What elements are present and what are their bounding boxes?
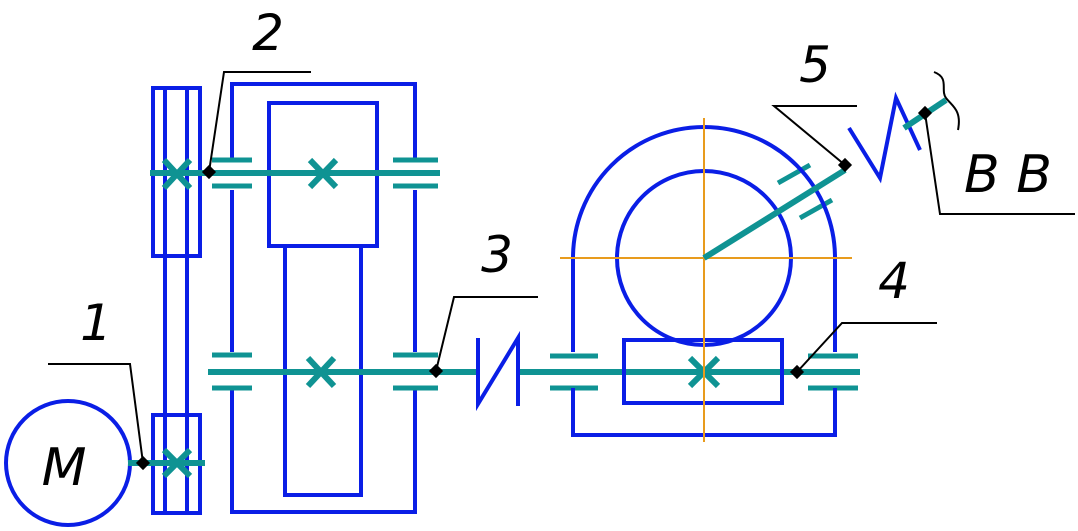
leader-3 [435, 296, 538, 372]
coupling-5 [847, 91, 922, 184]
motor: M [4, 399, 132, 527]
couplings [476, 91, 922, 412]
label-2: 2 [252, 4, 284, 62]
bearing-3-right [393, 352, 438, 391]
dot-output [917, 105, 933, 121]
leader-2 [208, 71, 311, 173]
leader-1 [48, 363, 144, 464]
shafts [128, 170, 860, 466]
dot-1 [135, 455, 151, 471]
bearing-2-left [212, 157, 252, 189]
coupling-3 [476, 330, 520, 412]
break-line [933, 71, 960, 131]
dot-2 [201, 164, 217, 180]
gearbox-housing-bottom [230, 388, 417, 514]
leaders [48, 71, 1075, 464]
label-1: 1 [80, 294, 112, 352]
part-labels: 1 2 3 4 5 B B [80, 4, 1052, 352]
label-5: 5 [799, 36, 831, 94]
belt-drive [151, 86, 202, 515]
label-3: 3 [481, 226, 513, 284]
label-4: 4 [878, 252, 910, 310]
dot-3 [428, 363, 444, 379]
cross-lower-pulley [161, 447, 193, 479]
worm-gearbox [560, 71, 960, 442]
leader-4 [796, 322, 937, 373]
bearing-3-left [212, 352, 252, 391]
dot-4 [789, 364, 805, 380]
leader-output [924, 112, 1075, 215]
cross-pinion [307, 157, 339, 190]
leader-dots [135, 105, 933, 471]
bearing-5-lower [798, 197, 834, 221]
bearings [212, 157, 858, 391]
leader-5 [771, 105, 857, 166]
gearbox-housing-top [230, 82, 417, 158]
bearing-5-upper [776, 162, 812, 186]
dot-5 [837, 157, 853, 173]
cross-upper-pulley [161, 157, 193, 191]
label-output: B B [964, 145, 1052, 205]
motor-label: M [42, 438, 87, 498]
cross-wheel [305, 355, 337, 389]
output-shaft-inner [702, 167, 847, 261]
bearing-2-right [393, 157, 438, 189]
gearbox [230, 82, 417, 514]
